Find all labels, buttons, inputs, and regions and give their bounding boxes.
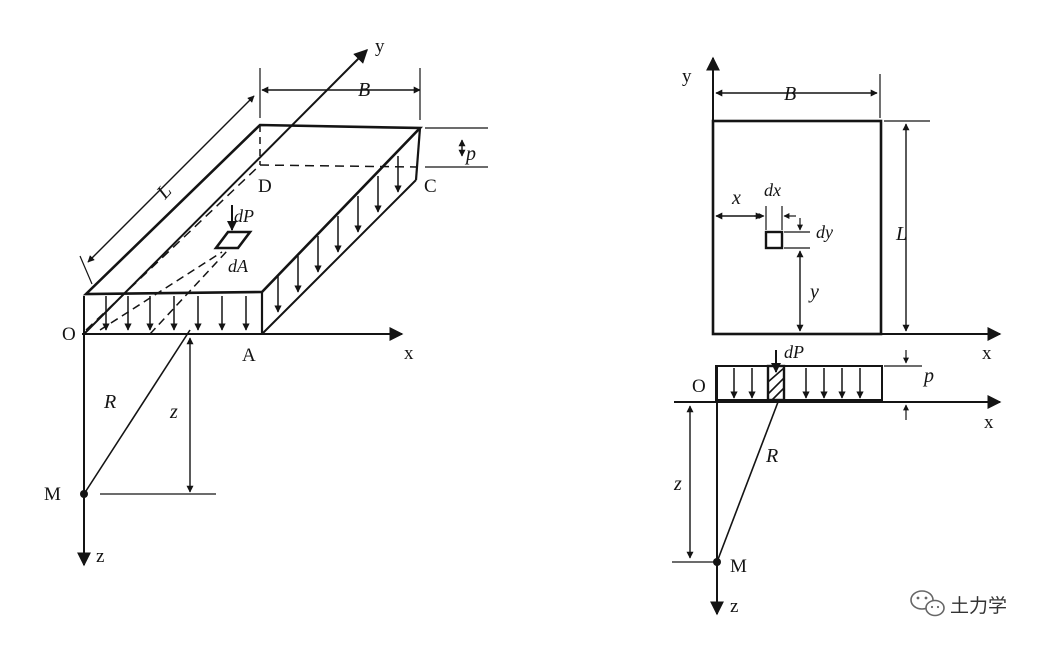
area-element-dA (213, 230, 253, 250)
left-dim-B-label: B (358, 79, 370, 101)
front-face-load-arrows (102, 296, 250, 331)
left-dim-p-label: p (464, 143, 476, 165)
watermark-text: 土力学 (950, 595, 1007, 617)
right-dim-dx-label: dx (764, 180, 781, 200)
point-M-dot (80, 490, 88, 498)
right-dim-z-label: z (673, 473, 682, 495)
strip-hatch (767, 367, 785, 401)
watermark: 土力学 (910, 590, 1007, 617)
right-dim-B-label: B (784, 83, 796, 105)
hidden-edge-D-C (259, 164, 417, 168)
right-radius-R-line (716, 401, 779, 563)
right-dim-p-label: p (922, 365, 934, 387)
left-dim-z-label: z (169, 401, 178, 423)
dim-L-line (87, 95, 255, 263)
corner-O-label: O (62, 324, 76, 345)
area-dA-label: dA (228, 256, 249, 276)
right-load-dP-label: dP (784, 342, 804, 362)
plan-rectangle (711, 119, 883, 336)
corner-C-label: C (424, 176, 437, 197)
plan-element-dxdy (764, 230, 784, 250)
right-z-axis-label: z (730, 596, 738, 617)
right-radius-R-label: R (765, 445, 778, 467)
right-origin-O-label: O (692, 376, 706, 397)
side-face-load-arrows (274, 156, 402, 313)
left-y-axis-label: y (375, 36, 385, 57)
corner-D-label: D (258, 176, 272, 197)
plate-back-right-edge (414, 127, 422, 181)
right-dim-dy-label: dy (816, 222, 833, 242)
right-y-axis-label: y (682, 66, 692, 87)
left-point-M-label: M (44, 484, 61, 505)
right-x-axis-bottom-label: x (984, 412, 994, 433)
right-x-axis-top-label: x (982, 343, 992, 364)
right-point-M-label: M (730, 556, 747, 577)
plate-right-bottom-edge (261, 179, 417, 335)
left-dim-L-label: L (152, 180, 176, 204)
right-dim-y-label: y (808, 281, 819, 303)
radius-R-line (83, 329, 191, 495)
section-load-block (715, 365, 883, 401)
right-dim-L-label: L (895, 223, 907, 245)
right-point-M-dot (713, 558, 721, 566)
right-figure: y x x z B L x dx dy y p O dP R z M (672, 56, 1002, 617)
projection-dashed-line-2 (99, 251, 223, 331)
left-z-axis-label: z (96, 546, 104, 567)
right-dim-x-label: x (731, 187, 741, 209)
wechat-icon (910, 590, 945, 617)
projection-dashed-line (149, 249, 229, 335)
left-x-axis-label: x (404, 343, 414, 364)
corner-A-label: A (242, 345, 256, 366)
load-dP-label: dP (234, 206, 254, 226)
left-radius-R-label: R (103, 391, 116, 413)
section-load-arrows (730, 368, 864, 399)
left-figure: y x z B L p D C O A M R z dP dA (44, 36, 488, 567)
